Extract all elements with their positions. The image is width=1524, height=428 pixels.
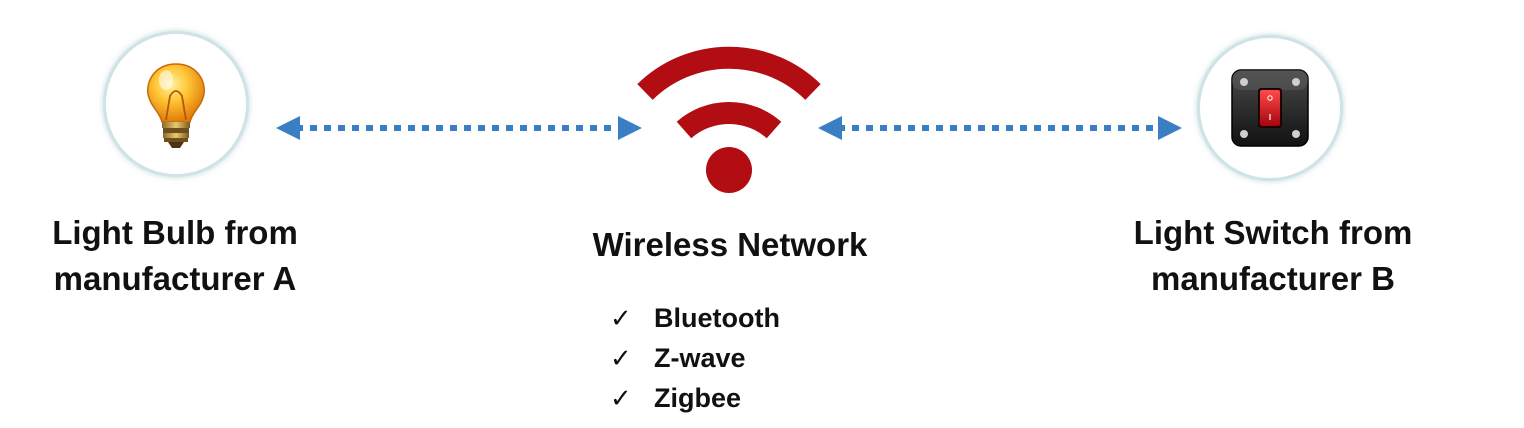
light-bulb-node [103,31,249,177]
wireless-network-label: Wireless Network [592,226,868,263]
right-arrow [818,116,1182,140]
light-switch-icon [1231,69,1309,147]
light-bulb-label: Light Bulb from manufacturer A [15,210,335,302]
light-bulb-icon [147,63,205,148]
arrowhead-right-icon [618,116,642,140]
left-arrow [276,116,642,140]
checkmark-icon: ✓ [610,344,632,374]
protocol-item: ✓ Z-wave [610,338,780,378]
light-switch-label-line1: Light Switch from [1133,214,1413,251]
protocol-item: ✓ Zigbee [610,378,780,418]
protocol-name: Zigbee [654,383,742,413]
arrowhead-right-icon [1158,116,1182,140]
light-switch-node [1197,35,1343,181]
light-bulb-label-line2: manufacturer A [53,260,297,297]
checkmark-icon: ✓ [610,384,632,414]
protocol-name: Bluetooth [654,303,780,333]
protocol-list: ✓ Bluetooth ✓ Z-wave ✓ Zigbee [610,298,780,418]
light-switch-label: Light Switch from manufacturer B [1113,210,1433,302]
wifi-icon [637,46,821,193]
light-bulb-label-line1: Light Bulb from [52,214,298,251]
arrowhead-left-icon [818,116,842,140]
arrowhead-left-icon [276,116,300,140]
protocol-item: ✓ Bluetooth [610,298,780,338]
light-switch-label-line2: manufacturer B [1151,260,1395,297]
checkmark-icon: ✓ [610,304,632,334]
protocol-name: Z-wave [654,343,746,373]
